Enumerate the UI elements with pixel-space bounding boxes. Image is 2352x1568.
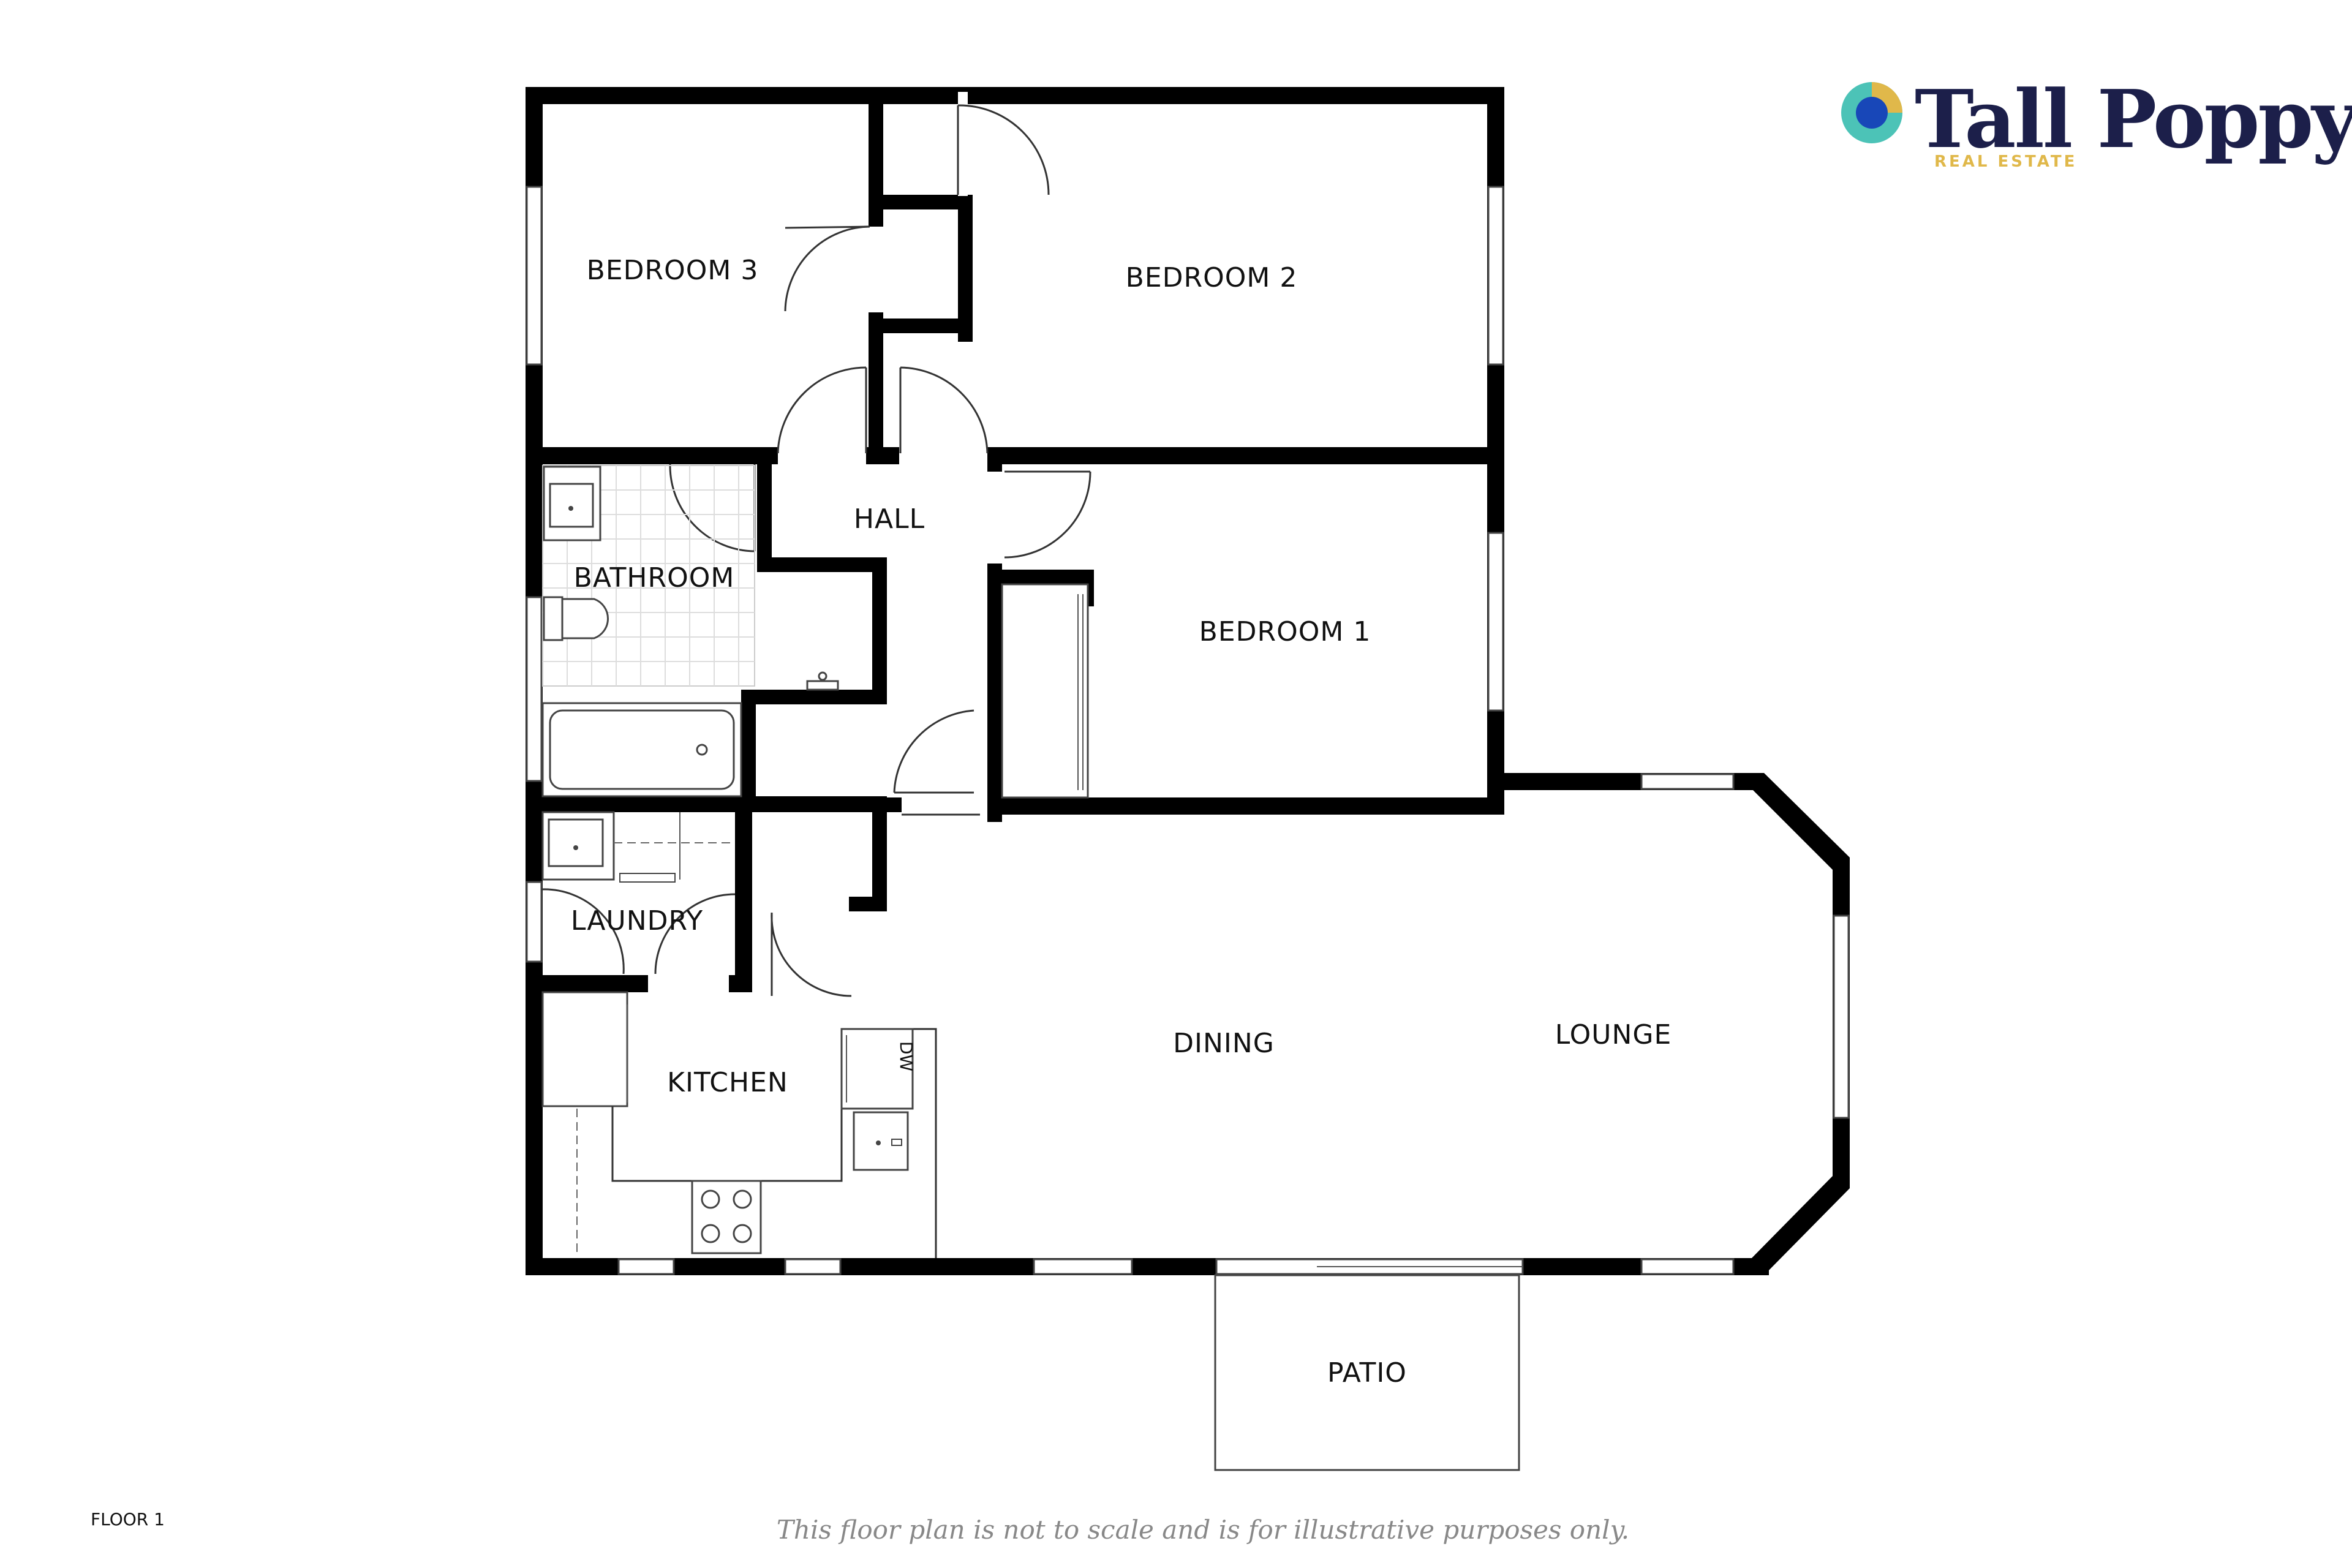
window-bed3 xyxy=(526,186,543,366)
cooktop xyxy=(691,1180,762,1254)
disclaimer: This floor plan is not to scale and is f… xyxy=(777,1515,1629,1545)
room-label-kitchen: KITCHEN xyxy=(667,1067,788,1098)
wall-linen-left xyxy=(741,690,756,812)
wall-cupboard-right xyxy=(872,797,887,911)
window-lounge-right xyxy=(1833,914,1850,1119)
fixtures: DW xyxy=(541,465,1520,1471)
wall-hall-left xyxy=(757,454,772,571)
room-label-laundry: LAUNDRY xyxy=(571,905,703,937)
room-label-bedroom1: BEDROOM 1 xyxy=(1199,616,1371,647)
wall-lounge-diag-bottom xyxy=(1751,1176,1850,1275)
logo-center-blue xyxy=(1856,97,1888,129)
patio-area xyxy=(1214,1274,1520,1471)
room-label-bedroom3: BEDROOM 3 xyxy=(587,255,759,286)
wall-laundry-bottom-r xyxy=(729,975,752,992)
wall-hall-step xyxy=(757,557,887,572)
wall-bed-row-bottom xyxy=(526,447,1504,464)
room-label-bedroom2: BEDROOM 2 xyxy=(1126,262,1298,293)
brand-name: Tall Poppy xyxy=(1915,72,2352,166)
bath-basin xyxy=(549,483,594,528)
windows xyxy=(526,186,1850,1275)
window-kitchen-2 xyxy=(784,1258,842,1275)
room-label-bathroom: BATHROOM xyxy=(574,562,735,594)
wall-bed1-bottom xyxy=(987,797,1504,815)
wall-bed1-robe-top xyxy=(1002,570,1094,584)
window-bath xyxy=(526,596,543,782)
window-bed1 xyxy=(1487,532,1504,712)
dishwasher-label: DW xyxy=(896,1041,916,1071)
wall-closet-h2 xyxy=(869,318,973,333)
window-dining xyxy=(1033,1258,1133,1275)
brand-subtitle: REAL ESTATE xyxy=(1934,153,2077,171)
window-laundry xyxy=(526,881,543,963)
room-label-dining: DINING xyxy=(1173,1028,1275,1059)
window-lounge-top xyxy=(1640,773,1735,790)
brand-logo: Tall Poppy REAL ESTATE xyxy=(1841,72,2352,171)
doors xyxy=(541,92,1091,997)
room-label-hall: HALL xyxy=(854,503,925,535)
wall-closet-v xyxy=(958,195,973,342)
wall-closet-h1 xyxy=(869,195,973,209)
window-kitchen-1 xyxy=(617,1258,675,1275)
wall-laundry-bottom xyxy=(526,975,648,992)
bed1-wardrobe xyxy=(1001,583,1089,799)
floor-label: FLOOR 1 xyxy=(91,1509,165,1529)
kitchen-pantry xyxy=(541,991,628,1107)
wall-laundry-right xyxy=(735,797,752,992)
wall-cupboard-bottom xyxy=(849,897,887,911)
wall-lounge-diag-top xyxy=(1751,773,1850,870)
toilet-bowl xyxy=(561,598,609,639)
window-bed2 xyxy=(1487,186,1504,366)
room-label-patio: PATIO xyxy=(1327,1357,1407,1389)
wall-linen-bottom xyxy=(741,690,887,704)
wall-linen-right xyxy=(872,557,887,704)
toilet-cistern xyxy=(543,596,564,641)
wall-top xyxy=(526,87,1504,104)
window-lounge-bottom xyxy=(1640,1258,1735,1275)
dishwasher xyxy=(840,1028,914,1110)
wall-bottom xyxy=(526,1258,1769,1275)
room-label-lounge: LOUNGE xyxy=(1555,1019,1672,1050)
room-labels: BEDROOM 3 BEDROOM 2 HALL BATHROOM BEDROO… xyxy=(571,255,1672,1389)
